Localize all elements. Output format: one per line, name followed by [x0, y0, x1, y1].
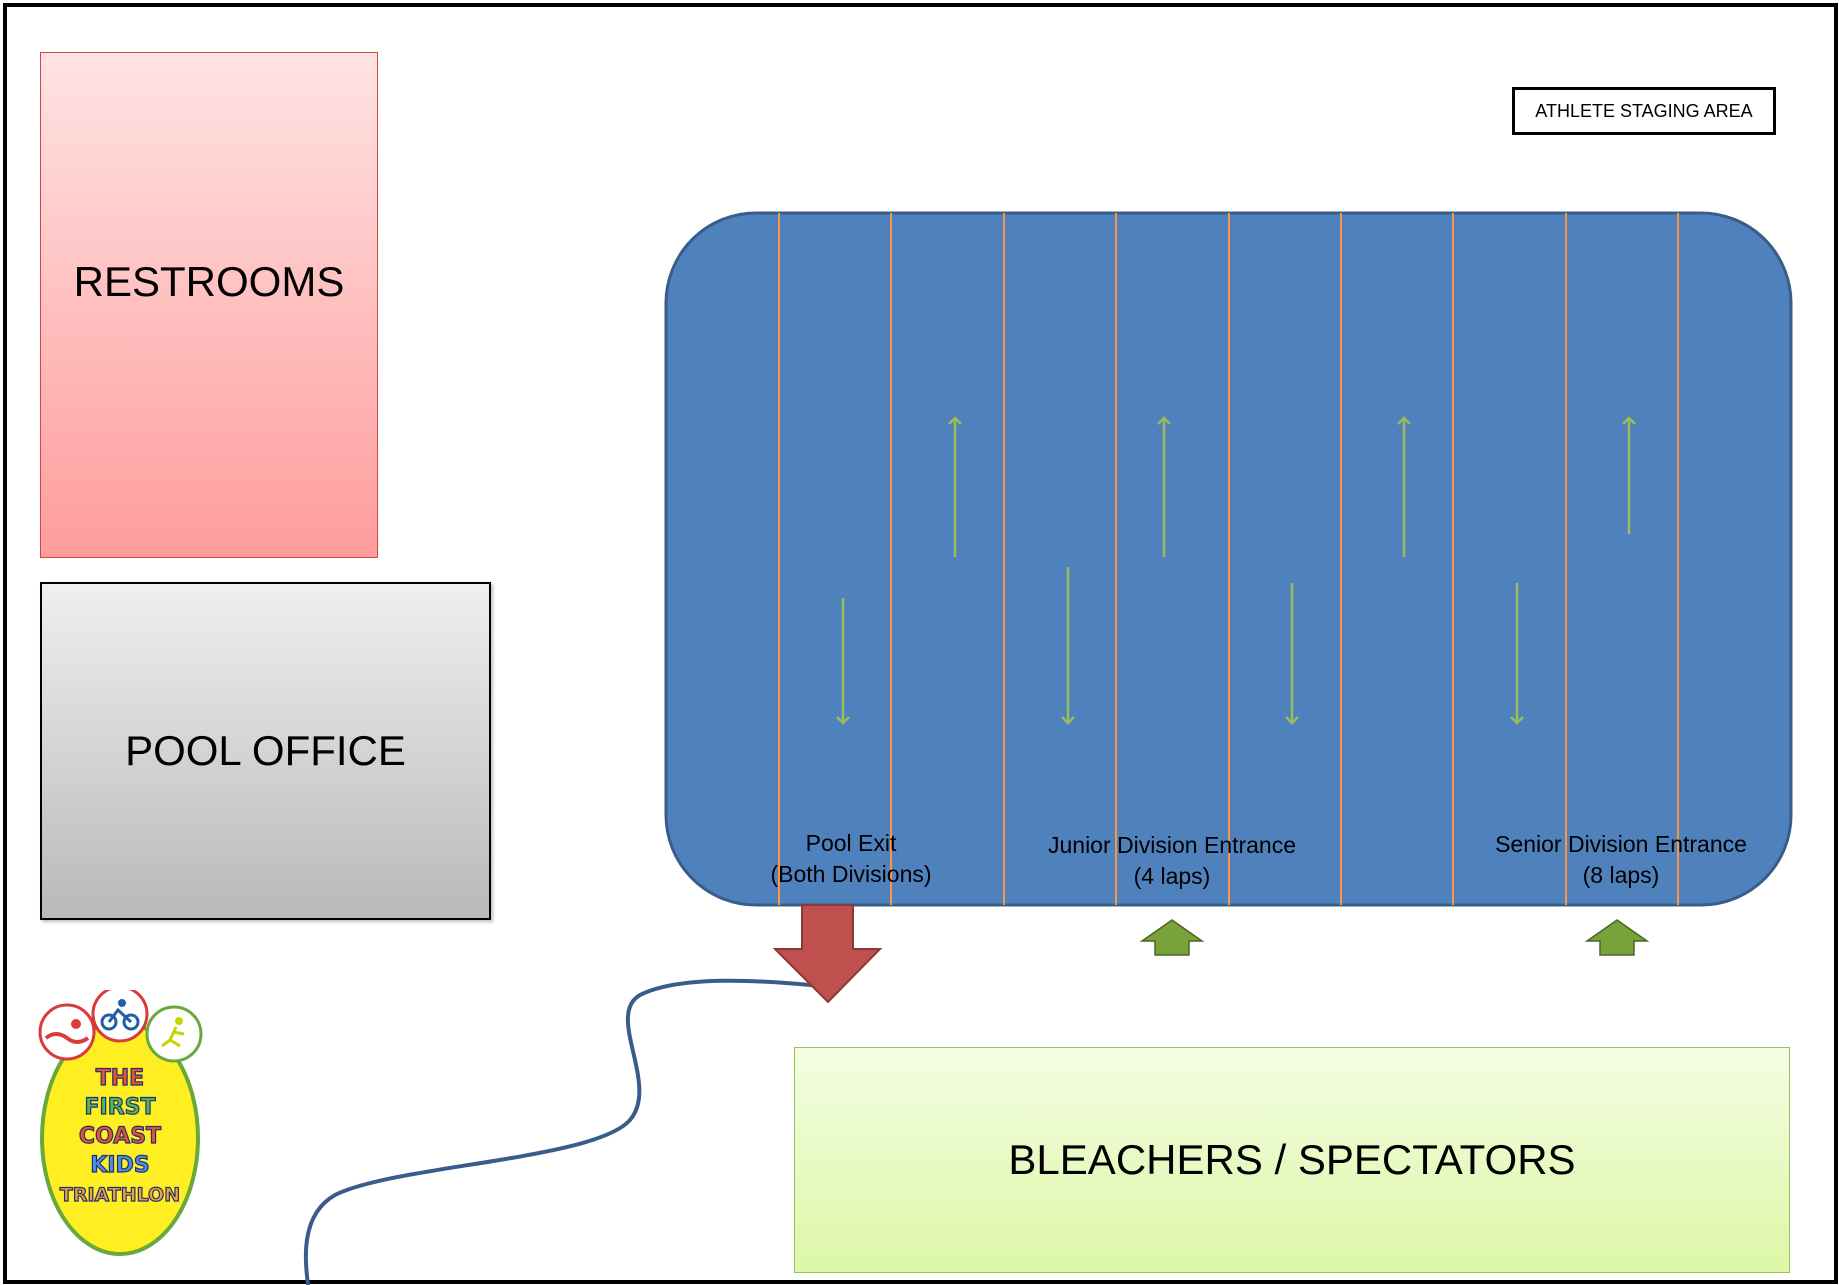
junior-entrance-label: Junior Division Entrance (4 laps) [1048, 830, 1296, 892]
lane-lines [778, 213, 1679, 905]
junior-entrance-title: Junior Division Entrance [1047, 832, 1297, 858]
walk-path [303, 978, 821, 1285]
logo-line-4: KIDS [90, 1153, 149, 1178]
logo-line-2: FIRST [84, 1095, 155, 1120]
swim-icon [38, 1003, 96, 1061]
bike-icon [91, 990, 149, 1043]
logo-line-1: THE [96, 1066, 144, 1091]
pool-exit-note: (Both Divisions) [770, 861, 932, 887]
restrooms-area: RESTROOMS [40, 52, 378, 558]
senior-entrance-label: Senior Division Entrance (8 laps) [1495, 829, 1747, 891]
restrooms-label: RESTROOMS [73, 258, 345, 305]
logo-line-5: TRIATHLON [60, 1184, 180, 1206]
pool-exit-title: Pool Exit [805, 830, 897, 856]
pool-exit-label: Pool Exit (Both Divisions) [770, 828, 931, 890]
athlete-staging-label: ATHLETE STAGING AREA [1535, 100, 1753, 121]
pool-exit-arrow [772, 904, 883, 1004]
senior-entrance-laps: (8 laps) [1582, 862, 1660, 888]
logo-line-3: COAST [79, 1124, 161, 1149]
senior-entrance-title: Senior Division Entrance [1495, 831, 1747, 857]
swim-direction-arrows [836, 416, 1636, 725]
triathlon-logo: THE FIRST COAST KIDS TRIATHLON [38, 990, 203, 1256]
pool-office-area: POOL OFFICE [40, 582, 491, 920]
bleachers-label: BLEACHERS / SPECTATORS [1008, 1136, 1576, 1183]
junior-entrance-arrow [1139, 919, 1205, 956]
athlete-staging-area: ATHLETE STAGING AREA [1512, 87, 1776, 135]
pool-office-label: POOL OFFICE [125, 727, 406, 774]
junior-entrance-laps: (4 laps) [1133, 863, 1211, 889]
senior-entrance-arrow [1584, 919, 1650, 956]
bleachers-area: BLEACHERS / SPECTATORS [794, 1047, 1790, 1273]
